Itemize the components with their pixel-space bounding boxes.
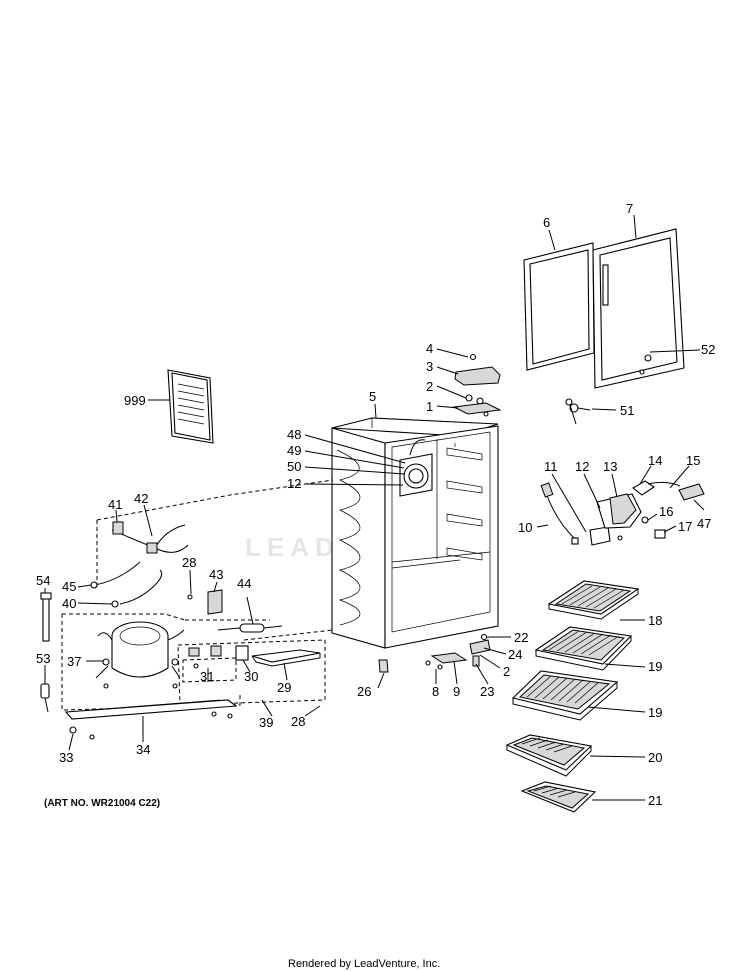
compressor-section[interactable] — [61, 479, 334, 711]
door-part-7[interactable] — [592, 228, 685, 389]
drier-part-44[interactable] — [217, 623, 283, 633]
part-label-23[interactable]: 23 — [480, 684, 494, 699]
part-label-15[interactable]: 15 — [686, 453, 700, 468]
shelf-19a — [534, 626, 633, 671]
part-label-24[interactable]: 24 — [508, 647, 522, 662]
part-label-45[interactable]: 45 — [62, 579, 76, 594]
part-label-22[interactable]: 22 — [514, 630, 528, 645]
door-gasket-part-6[interactable] — [523, 242, 595, 371]
part-label-4[interactable]: 4 — [426, 341, 433, 356]
key-part-51[interactable] — [565, 398, 591, 425]
part-label-47[interactable]: 47 — [697, 516, 711, 531]
part-label-11[interactable]: 11 — [544, 459, 558, 474]
part-label-20[interactable]: 20 — [648, 750, 662, 765]
power-cord-parts[interactable] — [90, 521, 223, 615]
part-label-43[interactable]: 43 — [209, 567, 223, 582]
shelf-20 — [505, 734, 593, 777]
part-label-50[interactable]: 50 — [287, 459, 301, 474]
drain-pan-part-29[interactable] — [251, 649, 321, 667]
part-label-2-top[interactable]: 2 — [426, 379, 433, 394]
part-label-6[interactable]: 6 — [543, 215, 550, 230]
relay-overload-parts[interactable] — [188, 645, 249, 669]
part-label-44[interactable]: 44 — [237, 576, 251, 591]
part-label-28-bottom[interactable]: 28 — [291, 714, 305, 729]
part-label-1[interactable]: 1 — [426, 399, 433, 414]
art-number: (ART NO. WR21004 C22) — [44, 798, 160, 809]
shelf-18 — [547, 580, 640, 620]
part-label-40[interactable]: 40 — [62, 596, 76, 611]
shelf-21 — [520, 781, 597, 813]
part-label-52[interactable]: 52 — [701, 342, 715, 357]
part-label-5[interactable]: 5 — [369, 389, 376, 404]
tube-parts-53-54[interactable] — [40, 592, 52, 713]
part-label-30[interactable]: 30 — [244, 669, 258, 684]
part-label-999[interactable]: 999 — [124, 393, 146, 408]
part-label-16[interactable]: 16 — [659, 504, 673, 519]
part-label-12-right[interactable]: 12 — [575, 459, 589, 474]
shelves[interactable] — [505, 580, 640, 813]
base-plate-part-34[interactable] — [64, 699, 238, 740]
part-label-39[interactable]: 39 — [259, 715, 273, 730]
part-label-7[interactable]: 7 — [626, 201, 633, 216]
part-label-28-top[interactable]: 28 — [182, 555, 196, 570]
part-label-8[interactable]: 8 — [432, 684, 439, 699]
part-label-51[interactable]: 51 — [620, 403, 634, 418]
part-label-13[interactable]: 13 — [603, 459, 617, 474]
part-label-41[interactable]: 41 — [108, 497, 122, 512]
part-label-10[interactable]: 10 — [518, 520, 532, 535]
compressor-part[interactable] — [95, 621, 185, 689]
part-labels: 999 6 7 52 4 3 2 1 51 5 48 49 50 12 11 1… — [36, 201, 715, 808]
shelf-19b — [511, 670, 619, 721]
part-label-12-left[interactable]: 12 — [287, 476, 301, 491]
part-label-19-a[interactable]: 19 — [648, 659, 662, 674]
part-label-37[interactable]: 37 — [67, 654, 81, 669]
part-label-48[interactable]: 48 — [287, 427, 301, 442]
part-label-54[interactable]: 54 — [36, 573, 50, 588]
part-label-34[interactable]: 34 — [136, 742, 150, 757]
part-label-26[interactable]: 26 — [357, 684, 371, 699]
part-label-21[interactable]: 21 — [648, 793, 662, 808]
part-label-33[interactable]: 33 — [59, 750, 73, 765]
part-label-49[interactable]: 49 — [287, 443, 301, 458]
part-label-9[interactable]: 9 — [453, 684, 460, 699]
footer-credit: Rendered by LeadVenture, Inc. — [288, 958, 440, 970]
bottom-hinge-parts[interactable] — [378, 633, 491, 673]
part-label-18[interactable]: 18 — [648, 613, 662, 628]
manual-part-999[interactable] — [167, 369, 214, 444]
cabinet-body[interactable] — [331, 417, 499, 649]
part-label-31[interactable]: 31 — [200, 669, 214, 684]
part-label-14[interactable]: 14 — [648, 453, 662, 468]
part-label-17[interactable]: 17 — [678, 519, 692, 534]
part-label-53[interactable]: 53 — [36, 651, 50, 666]
control-parts[interactable] — [540, 480, 705, 546]
part-label-2-bottom[interactable]: 2 — [503, 664, 510, 679]
part-label-3[interactable]: 3 — [426, 359, 433, 374]
part-label-29[interactable]: 29 — [277, 680, 291, 695]
part-label-19-b[interactable]: 19 — [648, 705, 662, 720]
part-label-42[interactable]: 42 — [134, 491, 148, 506]
top-hinge-parts[interactable] — [452, 353, 502, 417]
